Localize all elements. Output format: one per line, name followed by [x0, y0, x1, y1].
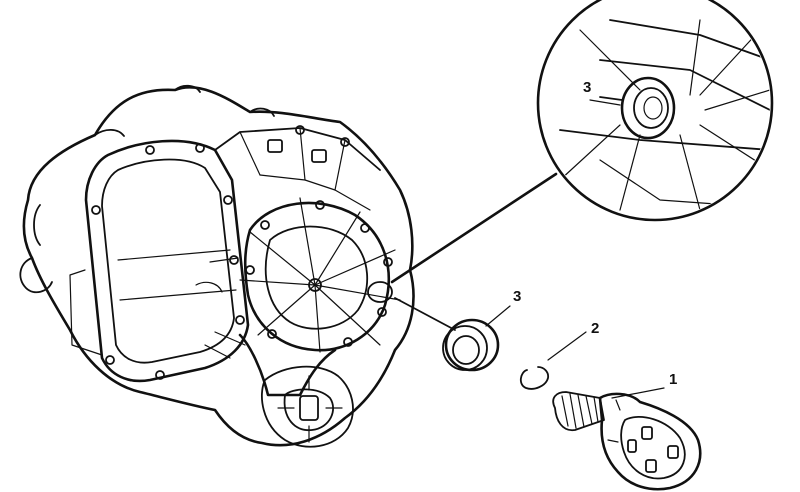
seal-inner	[452, 335, 480, 365]
snap-ring	[519, 366, 550, 390]
output-shaft-part	[552, 387, 702, 491]
transaxle-housing	[19, 84, 415, 448]
cv-cup	[598, 392, 702, 491]
oil-seal-part	[394, 297, 511, 372]
snap-ring-part	[519, 331, 587, 390]
inset-circle	[536, 0, 774, 222]
housing-hub	[308, 278, 322, 292]
seal-outer	[444, 318, 500, 372]
inset-seal-outer	[620, 76, 676, 140]
output-flange-lug	[299, 395, 319, 421]
housing-seal-bore	[367, 281, 393, 303]
callout-label-snap-ring: 2	[591, 320, 599, 337]
callout-label-seal: 3	[513, 288, 521, 305]
callout-label-inset: 3	[583, 79, 591, 96]
seal-axis-line	[394, 297, 456, 331]
callout-label-output-shaft: 1	[669, 371, 677, 388]
inset-pointer-line	[390, 172, 558, 284]
inset-leader-line	[599, 96, 623, 101]
detail-inset	[536, 0, 774, 222]
inset-seal-inner	[633, 87, 669, 129]
